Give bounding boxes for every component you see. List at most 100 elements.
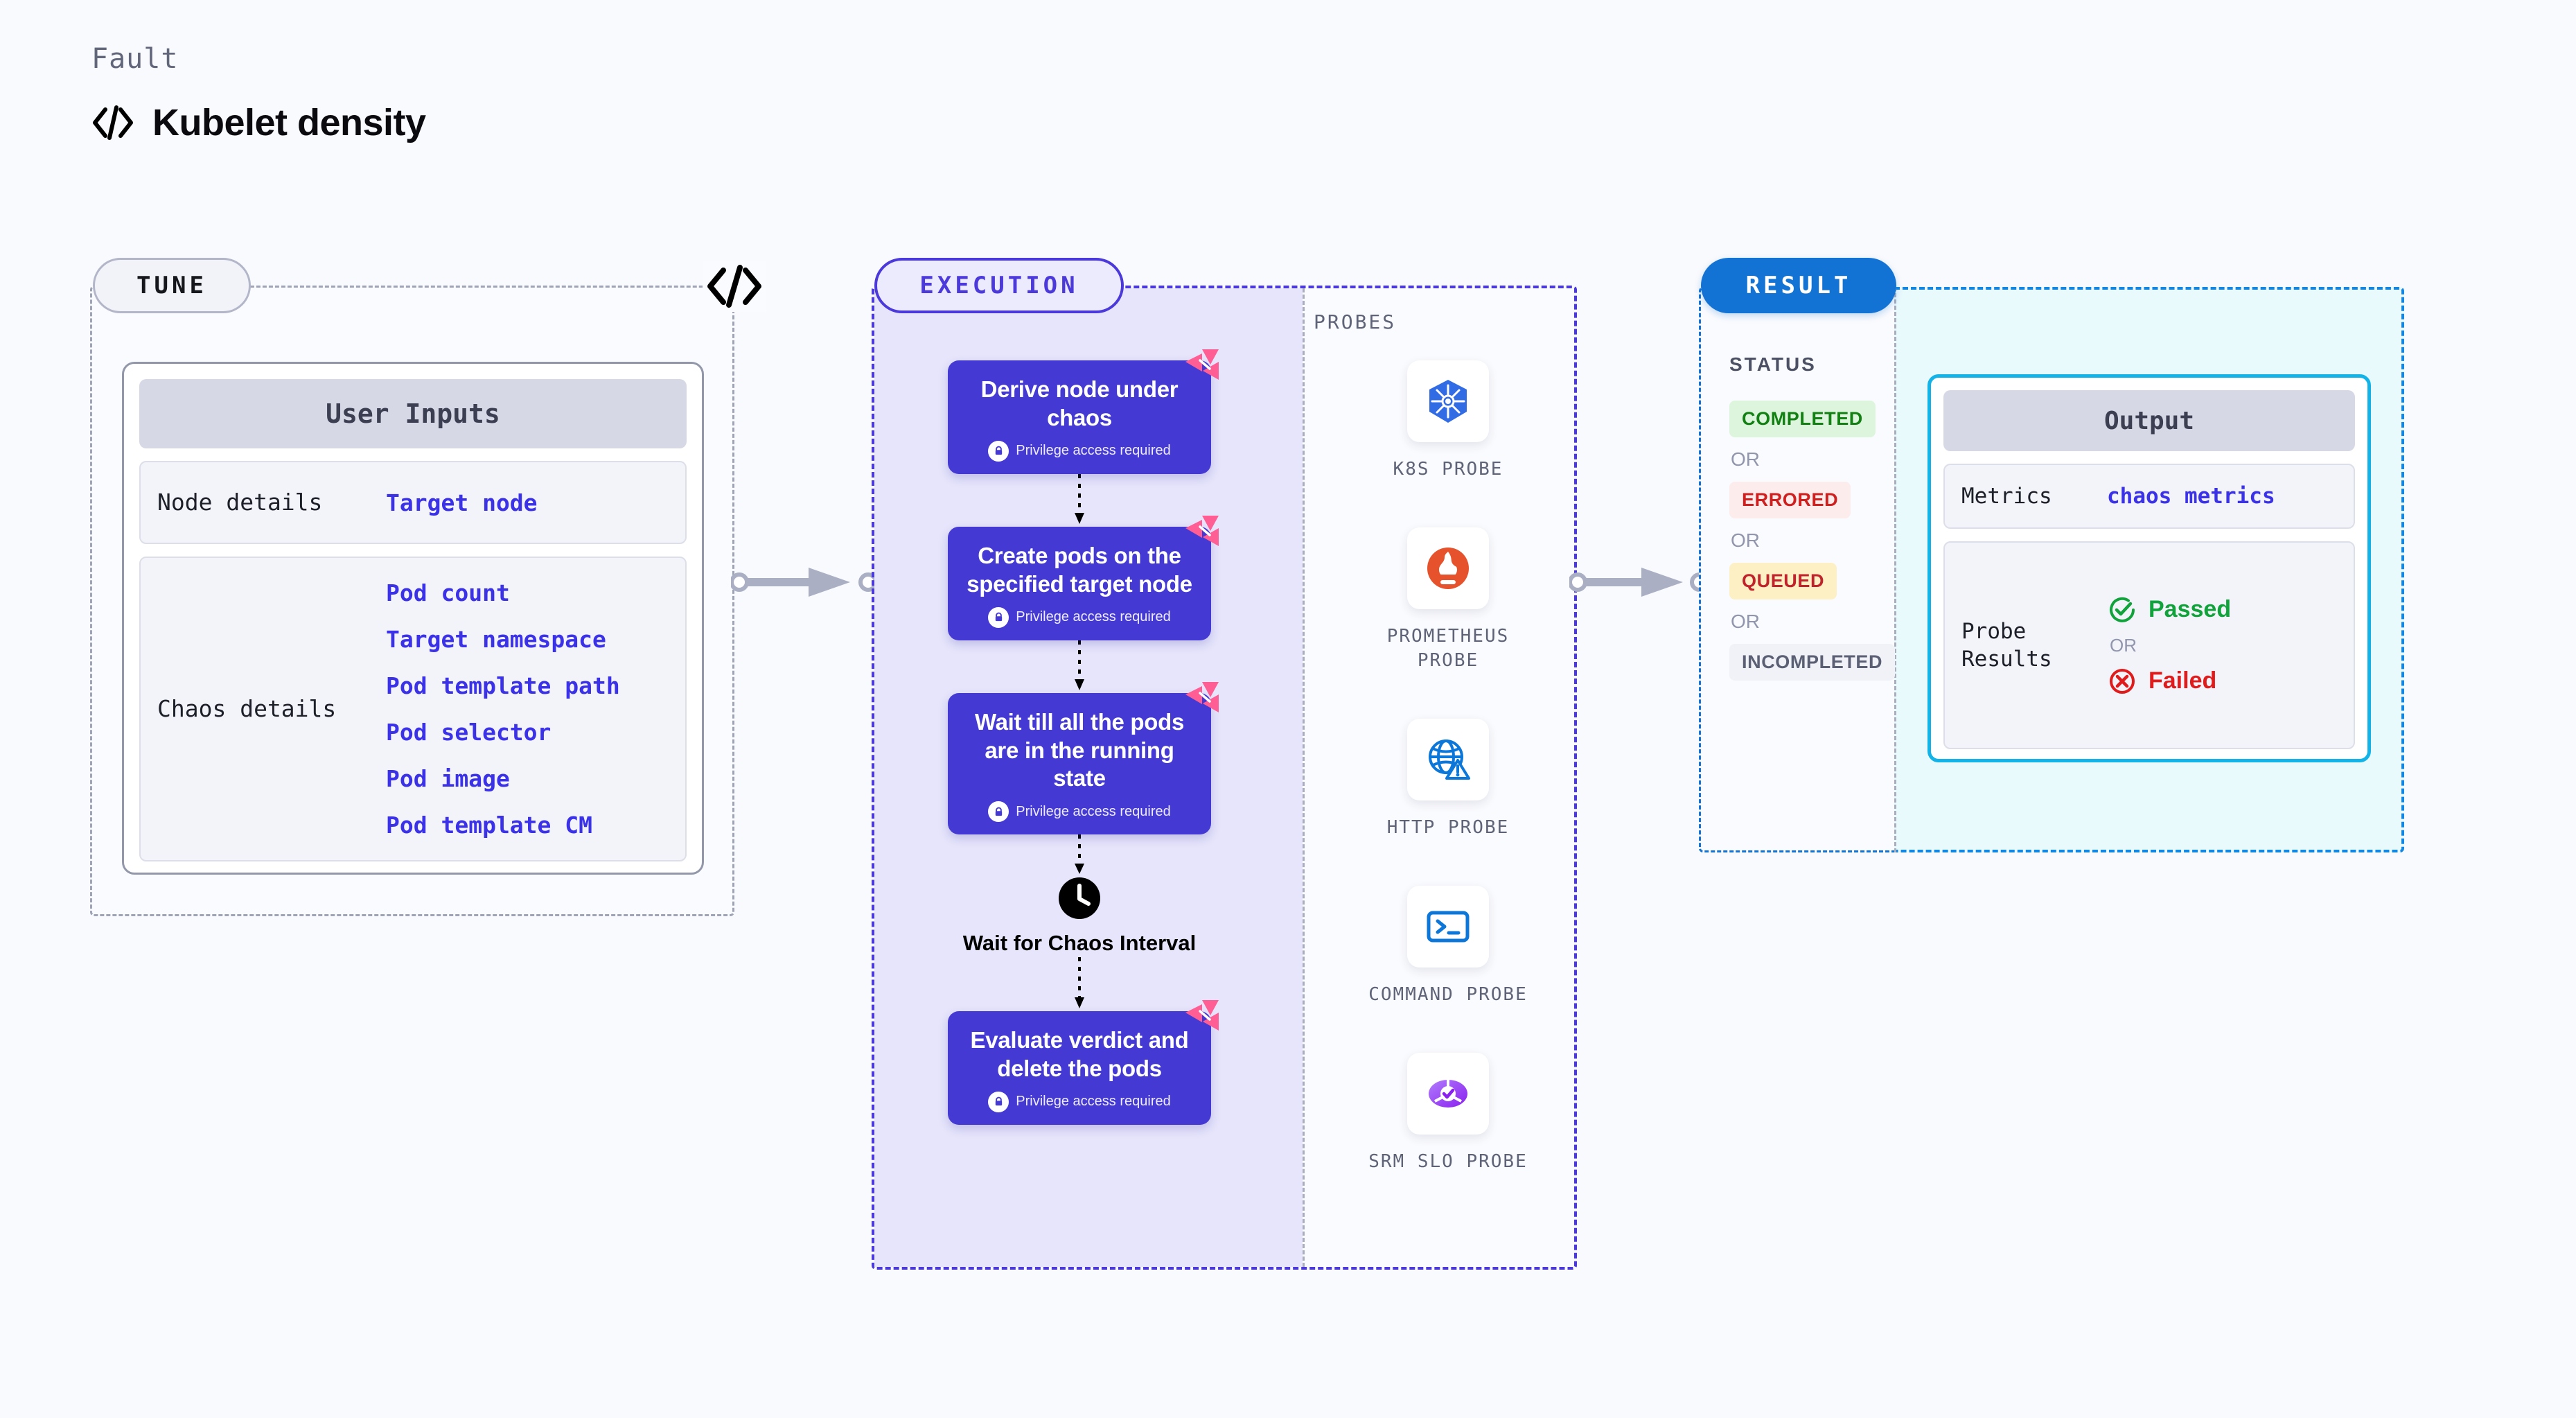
status-heading: STATUS bbox=[1729, 353, 1817, 375]
step-subtitle: Privilege access required bbox=[1016, 1094, 1171, 1110]
row-values: Pod count Target namespace Pod template … bbox=[386, 579, 620, 839]
wait-for-chaos-interval-node: Wait for Chaos Interval bbox=[948, 876, 1211, 957]
row-key: Node details bbox=[157, 489, 323, 516]
eyebrow-label: Fault bbox=[91, 43, 179, 75]
output-card-title: Output bbox=[1943, 390, 2355, 451]
probe-tile bbox=[1407, 1053, 1489, 1135]
terminal-icon bbox=[1427, 911, 1470, 943]
probe-tile bbox=[1407, 360, 1489, 442]
probe-tile bbox=[1407, 527, 1489, 610]
step-subtitle: Privilege access required bbox=[1016, 443, 1171, 459]
row-values: Target node bbox=[386, 489, 538, 516]
probe-item-command[interactable]: COMMAND PROBE bbox=[1358, 886, 1538, 1007]
page-title: Kubelet density bbox=[152, 102, 426, 143]
connector-tune-to-execution bbox=[731, 568, 876, 597]
user-inputs-card: User Inputs Node details Target node Cha… bbox=[122, 362, 704, 875]
check-circle-icon bbox=[2110, 597, 2135, 622]
step-title: Derive node under chaos bbox=[980, 376, 1179, 430]
execution-stage-pill[interactable]: EXECUTION bbox=[874, 258, 1124, 313]
probe-label: K8S PROBE bbox=[1393, 459, 1503, 480]
harness-logo-badge bbox=[1185, 349, 1219, 380]
probe-label: HTTP PROBE bbox=[1386, 817, 1510, 839]
wait-node-label: Wait for Chaos Interval bbox=[962, 931, 1197, 956]
execution-step-card[interactable]: Wait till all the pods are in the runnin… bbox=[948, 681, 1219, 835]
http-globe-icon bbox=[1429, 739, 1470, 780]
input-row-chaos-details: Chaos details Pod count Target namespace… bbox=[139, 557, 687, 861]
result-panel-divider bbox=[1894, 287, 1896, 852]
lock-icon bbox=[988, 440, 1009, 462]
clock-icon bbox=[1059, 877, 1100, 920]
result-stage-pill[interactable]: RESULT bbox=[1701, 258, 1896, 313]
input-field-pod-image[interactable]: Pod image bbox=[386, 765, 510, 792]
step-subtitle: Privilege access required bbox=[1016, 803, 1171, 819]
output-row-probe-results: Probe Results Passed OR Failed bbox=[1943, 541, 2355, 749]
output-key-probe-results: Probe Results bbox=[1961, 618, 2052, 672]
probe-label: SRM SLO PROBE bbox=[1368, 1151, 1528, 1173]
flow-connector bbox=[948, 640, 1211, 693]
probe-item-prometheus[interactable]: PROMETHEUS PROBE bbox=[1358, 527, 1538, 673]
status-badge-queued: QUEUED bbox=[1729, 563, 1837, 599]
page-header: Fault Kubelet density bbox=[91, 43, 426, 144]
harness-logo-badge bbox=[1185, 515, 1219, 546]
probe-item-http[interactable]: HTTP PROBE bbox=[1358, 719, 1538, 840]
title-row: Kubelet density bbox=[91, 101, 426, 144]
code-icon bbox=[93, 105, 133, 140]
execution-step-card[interactable]: Create pods on the specified target node… bbox=[948, 515, 1219, 640]
lock-icon bbox=[988, 606, 1009, 628]
probe-item-k8s[interactable]: K8S PROBE bbox=[1358, 360, 1538, 482]
probes-heading: PROBES bbox=[1314, 310, 1397, 333]
x-circle-icon bbox=[2110, 668, 2135, 694]
input-field-pod-count[interactable]: Pod count bbox=[386, 579, 510, 606]
probes-list: K8S PROBE PROMETHEUS PROBE bbox=[1358, 360, 1538, 1175]
execution-step-card[interactable]: Derive node under chaos Privilege access… bbox=[948, 349, 1219, 474]
verdict-passed: Passed bbox=[2107, 595, 2231, 625]
status-badge-incompleted: INCOMPLETED bbox=[1729, 644, 1896, 681]
step-subtitle-row: Privilege access required bbox=[966, 440, 1193, 462]
harness-logo-badge bbox=[1185, 1000, 1219, 1031]
srm-slo-icon bbox=[1429, 1080, 1467, 1108]
probe-verdict-group: Passed OR Failed bbox=[2107, 595, 2231, 697]
input-field-pod-template-path[interactable]: Pod template path bbox=[386, 672, 620, 699]
probe-tile bbox=[1407, 886, 1489, 968]
input-field-target-namespace[interactable]: Target namespace bbox=[386, 626, 606, 653]
or-separator: OR bbox=[2110, 634, 2137, 656]
probe-tile bbox=[1407, 719, 1489, 801]
or-separator: OR bbox=[1731, 448, 1760, 470]
step-title: Evaluate verdict and delete the pods bbox=[970, 1027, 1189, 1081]
step-title: Create pods on the specified target node bbox=[967, 542, 1192, 597]
flow-connector bbox=[948, 957, 1211, 1011]
prometheus-icon bbox=[1427, 548, 1469, 590]
row-key: Chaos details bbox=[157, 695, 337, 723]
verdict-failed: Failed bbox=[2107, 666, 2231, 697]
input-field-target-node[interactable]: Target node bbox=[386, 489, 538, 516]
input-field-pod-selector[interactable]: Pod selector bbox=[386, 719, 552, 746]
probe-item-srm-slo[interactable]: SRM SLO PROBE bbox=[1358, 1053, 1538, 1174]
status-badge-completed: COMPLETED bbox=[1729, 401, 1876, 437]
step-subtitle-row: Privilege access required bbox=[966, 801, 1193, 823]
step-title: Wait till all the pods are in the runnin… bbox=[974, 708, 1185, 791]
execution-step-card[interactable]: Evaluate verdict and delete the pods Pri… bbox=[948, 1000, 1219, 1125]
flow-connector bbox=[948, 473, 1211, 527]
input-field-pod-template-cm[interactable]: Pod template CM bbox=[386, 812, 593, 839]
input-row-node-details: Node details Target node bbox=[139, 461, 687, 544]
tune-stage-pill[interactable]: TUNE bbox=[93, 258, 251, 313]
verdict-passed-label: Passed bbox=[2149, 596, 2232, 622]
status-list: COMPLETED OR ERRORED OR QUEUED OR INCOMP… bbox=[1729, 401, 1896, 681]
lock-icon bbox=[988, 1091, 1009, 1112]
or-separator: OR bbox=[1731, 611, 1760, 632]
kubernetes-icon bbox=[1429, 380, 1467, 423]
output-key-metrics: Metrics bbox=[1961, 483, 2052, 509]
lock-icon bbox=[988, 801, 1009, 823]
connector-execution-to-result bbox=[1569, 568, 1708, 597]
output-row-metrics: Metrics chaos metrics bbox=[1943, 464, 2355, 529]
harness-logo-badge bbox=[1185, 681, 1219, 712]
flow-connector bbox=[948, 834, 1211, 876]
probe-label: COMMAND PROBE bbox=[1368, 984, 1528, 1006]
verdict-failed-label: Failed bbox=[2149, 667, 2217, 694]
step-subtitle-row: Privilege access required bbox=[966, 1091, 1193, 1112]
step-subtitle-row: Privilege access required bbox=[966, 606, 1193, 628]
or-separator: OR bbox=[1731, 529, 1760, 551]
code-icon bbox=[703, 261, 766, 312]
user-inputs-title: User Inputs bbox=[139, 379, 687, 448]
output-value-chaos-metrics[interactable]: chaos metrics bbox=[2107, 484, 2275, 509]
